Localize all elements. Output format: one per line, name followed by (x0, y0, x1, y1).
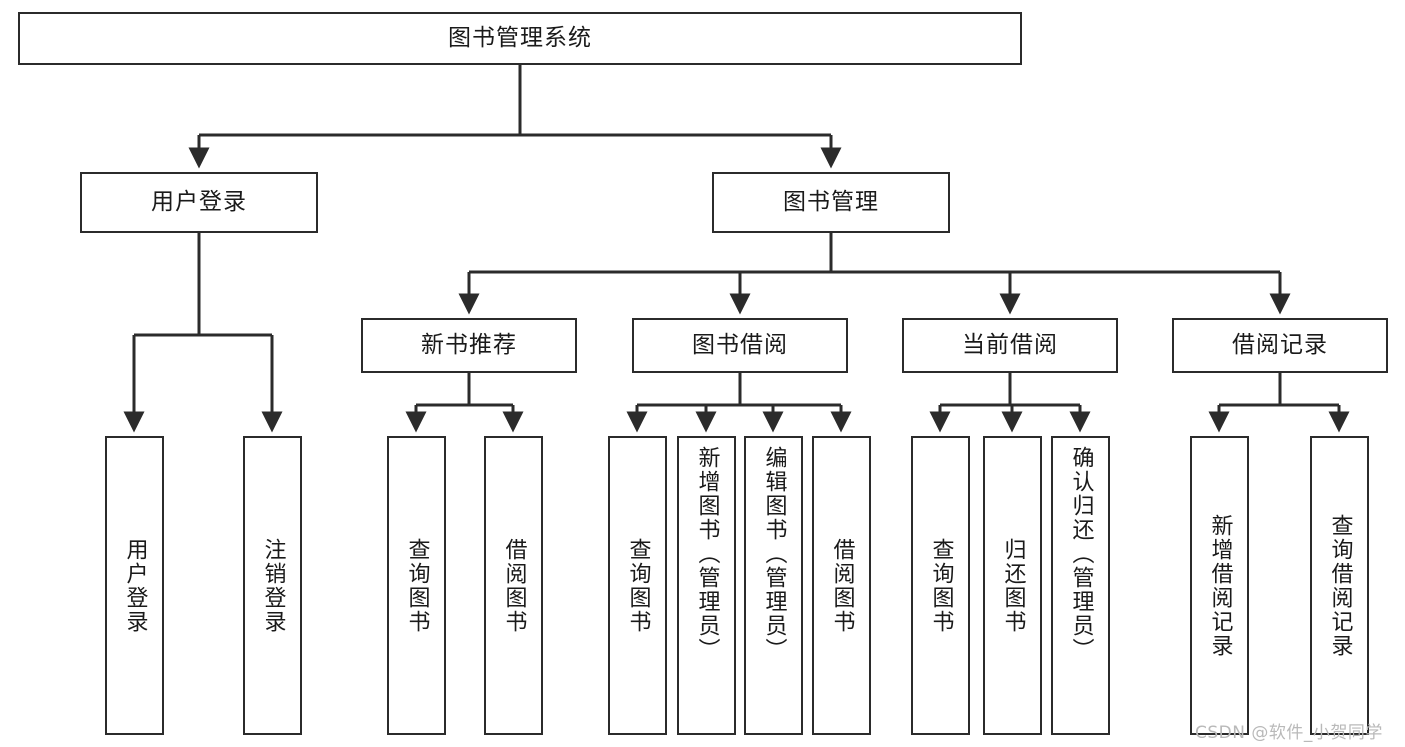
node-book-manage[interactable]: 图书管理 (712, 172, 950, 233)
leaf-label: 新增借阅记录 (1207, 513, 1233, 658)
leaf-label: 归还图书 (1000, 537, 1026, 634)
node-current-borrow[interactable]: 当前借阅 (902, 318, 1118, 373)
node-leaf-query-book-3[interactable]: 查询图书 (911, 436, 970, 735)
node-leaf-edit-book[interactable]: 编辑图书（管理员） (744, 436, 803, 735)
leaf-label: 查询图书 (625, 537, 651, 634)
leaf-label: 查询图书 (928, 537, 954, 634)
node-leaf-query-record[interactable]: 查询借阅记录 (1310, 436, 1369, 735)
leaf-label: 借阅图书 (829, 537, 855, 634)
node-leaf-borrow-book-1[interactable]: 借阅图书 (484, 436, 543, 735)
node-leaf-query-book-1[interactable]: 查询图书 (387, 436, 446, 735)
leaf-label: 查询借阅记录 (1327, 513, 1353, 658)
leaf-label: 借阅图书 (501, 537, 527, 634)
node-leaf-add-book[interactable]: 新增图书（管理员） (677, 436, 736, 735)
node-leaf-return-book[interactable]: 归还图书 (983, 436, 1042, 735)
leaf-label: 注销登录 (260, 537, 286, 634)
leaf-label: 新增图书（管理员） (694, 446, 720, 662)
node-leaf-user-logout[interactable]: 注销登录 (243, 436, 302, 735)
node-borrow-record[interactable]: 借阅记录 (1172, 318, 1388, 373)
csdn-watermark: CSDN @软件_小贺同学 (1195, 723, 1383, 743)
node-root[interactable]: 图书管理系统 (18, 12, 1022, 65)
node-leaf-confirm-return[interactable]: 确认归还（管理员） (1051, 436, 1110, 735)
leaf-label: 查询图书 (404, 537, 430, 634)
node-leaf-borrow-book-2[interactable]: 借阅图书 (812, 436, 871, 735)
leaf-label: 用户登录 (122, 537, 148, 634)
node-leaf-user-login[interactable]: 用户登录 (105, 436, 164, 735)
node-book-borrow[interactable]: 图书借阅 (632, 318, 848, 373)
node-leaf-add-record[interactable]: 新增借阅记录 (1190, 436, 1249, 735)
leaf-label: 编辑图书（管理员） (761, 446, 787, 662)
node-leaf-query-book-2[interactable]: 查询图书 (608, 436, 667, 735)
node-new-book-recommend[interactable]: 新书推荐 (361, 318, 577, 373)
node-user-login[interactable]: 用户登录 (80, 172, 318, 233)
leaf-label: 确认归还（管理员） (1068, 446, 1094, 662)
